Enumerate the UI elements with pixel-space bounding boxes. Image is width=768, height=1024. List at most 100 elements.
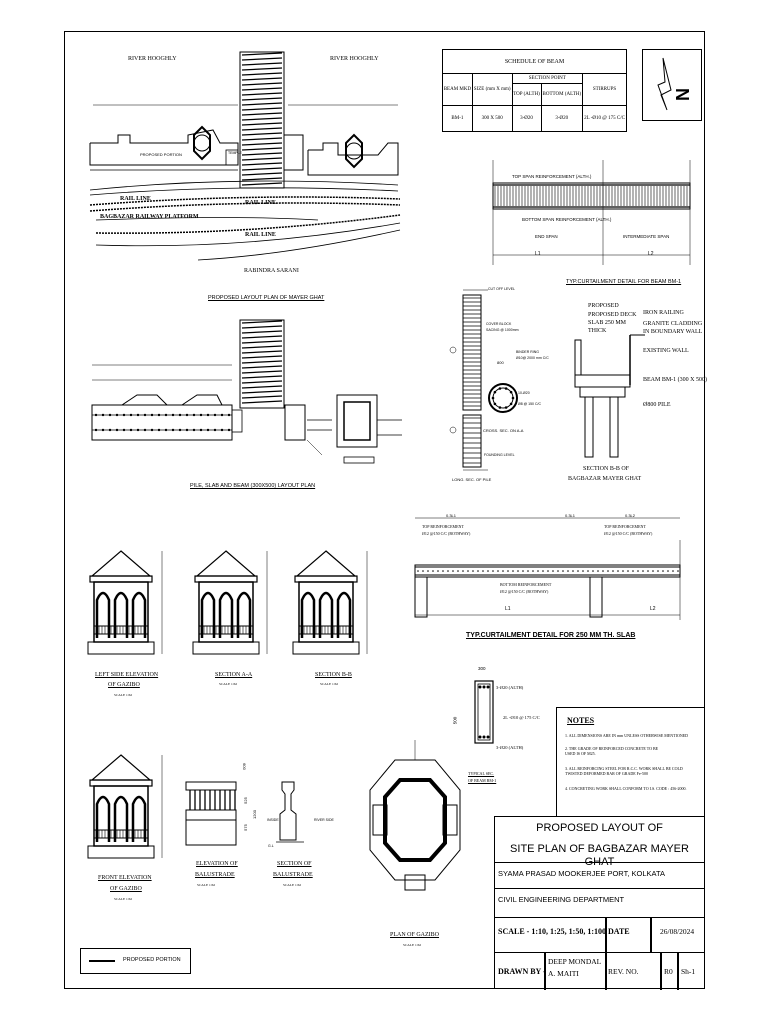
sec-bb-title: SECTION B-B (315, 672, 352, 678)
front-elev-title-1: FRONT ELEVATION (98, 875, 152, 881)
slab-dim-a: 0.3L1 (446, 513, 457, 518)
building-hatch-2 (239, 319, 285, 409)
pile-bars: 10-Ø20 (518, 391, 530, 395)
bal-elev-title-2: BALUSTRADE (195, 872, 235, 878)
gazebo-plan-scale: SCALE 1:62 (403, 943, 422, 947)
bal-elev-title-1: ELEVATION OF (196, 861, 238, 867)
note-2: 2. THE GRADE OF REINFORCED CONCRETE TO B… (565, 746, 659, 756)
client: SYAMA PRASAD MOOKERJEE PORT, KOLKATA (498, 869, 665, 878)
front-elev-scale: SCALE 1:62 (114, 897, 133, 901)
bb-pile: Ø800 PILE (643, 402, 671, 408)
bal-sec-title-2: BALUSTRADE (273, 872, 313, 878)
bal-dim-525: 525 (242, 797, 248, 804)
bal-sec-scale: SCALE 1:62 (283, 883, 302, 887)
bal-inside: INSIDE (267, 818, 279, 822)
cell-size: 300 X 500 (471, 105, 513, 132)
bal-elev-scale: SCALE 1:62 (197, 883, 216, 887)
header-beam-mkd: BEAM MKD (442, 73, 473, 106)
drawn-by-1: DEEP MONDAL (548, 957, 602, 966)
rail-line-label-3: RAIL LINE (245, 232, 276, 238)
slab-bottom-1: BOTTOM REINFORCEMENT (500, 582, 552, 587)
beam-sec-title-1: TYPICAL SEC. (468, 771, 495, 776)
building-hatch (239, 51, 285, 189)
beam-sec-bottom: 3-Ø20 (ALTH) (496, 745, 524, 750)
gazebo-plan-title: PLAN OF GAZIBO (390, 932, 440, 938)
slab-top-right-2: Ø12 @150 C/C (BOTHWAY) (604, 531, 653, 536)
drawing-sheet (64, 31, 705, 989)
left-elev-scale: SCALE 1:62 (114, 693, 133, 697)
sec-bb-scale: SCALE 1:62 (320, 682, 339, 686)
bal-dim-600: 600 (241, 763, 247, 770)
slab-bottom-2: Ø12 @150 C/C (BOTHWAY) (500, 589, 549, 594)
beam-sec-stirrups: 2L -Ø10 @ 175 C/C (503, 715, 540, 720)
cell-stirrups: 2L -Ø10 @ 175 C/C (582, 105, 627, 132)
beam-depth: 500 (452, 716, 458, 725)
bb-title-2: BAGBAZAR MAYER GHAT (568, 476, 642, 482)
header-stirrups: STIRRUPS (582, 73, 627, 106)
cover-spacing: SACING @ 1000mm (486, 328, 519, 332)
rail-line-label-1: RAIL LINE (120, 196, 151, 202)
pile-layout-drawing (91, 364, 402, 464)
platform-label: BAGBAZAR RAILWAY PLATFORM (100, 214, 199, 220)
cross-sec-label: CROSS. SEC. ON A-A (483, 428, 524, 433)
slab-top-right-1: TOP REINFORCEMENT (604, 524, 646, 529)
department: CIVIL ENGINEERING DEPARTMENT (498, 895, 625, 904)
founding-level: FOUNDING LEVEL (484, 453, 515, 457)
header-bottom: BOTTOM (ALTH) (540, 83, 584, 106)
date-label: DATE (608, 927, 630, 936)
bb-deck: PROPOSED DECK SLAB 250 MM THICK (588, 312, 637, 334)
cut-off-level: CUT OFF LEVEL (488, 287, 515, 291)
rail-line-label-2: RAIL LINE (245, 200, 276, 206)
note-3: 3. ALL REINFORCING STEEL FOR R.C.C. WORK… (565, 766, 683, 776)
bb-railing: IRON RAILING (643, 310, 684, 316)
pile-dia: 800 (497, 360, 504, 365)
beam-schedule-title: SCHEDULE OF BEAM (442, 49, 627, 74)
title-block: PROPOSED LAYOUT OF SITE PLAN OF BAGBAZAR… (494, 816, 705, 990)
sheet-no: Sh-1 (681, 967, 696, 976)
site-plan-title: PROPOSED LAYOUT PLAN OF MAYER GHAT (208, 295, 325, 301)
road-label: RABINDRA SARANI (244, 268, 299, 274)
binder-spec: Ø10@ 2000 mm C/C (516, 356, 549, 360)
header-top: TOP (ALTH) (511, 83, 542, 106)
bal-dim-575: 575 (242, 824, 248, 831)
north-arrow-icon (657, 57, 672, 111)
proposed-portion-label: PROPOSED PORTION (140, 152, 182, 157)
balustrade-sec-drawing (276, 781, 304, 843)
gazebo-front-drawing (87, 754, 163, 859)
sec-aa-title: SECTION A-A (215, 672, 253, 678)
intermediate-span-label: INTERMEDIATE SPAN (623, 234, 670, 239)
notes-box: NOTES 1. ALL DIMENSIONS ARE IN mm UNLESS… (556, 707, 705, 817)
beam-bottom-reinf: BOTTOM SPAN REINFORCEMENT (ALTH.) (522, 217, 612, 222)
bb-deck-1: PROPOSED (588, 303, 619, 309)
bal-dim-1200: 1200 (251, 810, 257, 819)
bal-river-side: RIVER SIDE (314, 818, 334, 822)
end-span-label: END SPAN (535, 234, 558, 239)
left-elev-title-2: OF GAZIBO (108, 682, 140, 688)
beam-sec-top: 3-Ø20 (ALTH) (496, 685, 524, 690)
scale: SCALE - 1:10, 1:25, 1:50, 1:100 (498, 927, 606, 936)
bal-sec-title-1: SECTION OF (277, 861, 312, 867)
balustrade-elev-drawing (185, 781, 237, 846)
cell-top: 3-Ø20 (511, 105, 542, 132)
sec-aa-scale: SCALE 1:62 (219, 682, 238, 686)
notes-title: NOTES (567, 716, 595, 725)
slab-dim-c: 0.3L2 (625, 513, 636, 518)
pile-detail-drawing (449, 289, 518, 471)
site-plan-drawing (89, 104, 401, 261)
front-elev-title-2: OF GAZIBO (110, 886, 142, 892)
header-size: SIZE (mm X mm) (471, 73, 513, 106)
beam-width: 300 (478, 666, 486, 671)
beam-l2: L2 (648, 251, 654, 257)
cell-bottom: 3-Ø20 (540, 105, 584, 132)
drawn-by-label: DRAWN BY - (498, 967, 546, 976)
rev-label: REV. NO. (608, 967, 639, 976)
date: 26/08/2024 (660, 927, 695, 936)
slab-title: TYP.CURTAILMENT DETAIL FOR 250 MM TH. SL… (466, 632, 636, 639)
beam-curtailment-title: TYP.CURTAILMENT DETAIL FOR BEAM BM-1 (566, 279, 682, 285)
temple-label: TEMPLE (228, 151, 243, 155)
slab-l2: L2 (650, 606, 656, 612)
beam-curtailment-drawing (492, 160, 691, 265)
drawn-by-2: A. MAITI (548, 969, 579, 978)
pile-helical: Ø8 @ 150 C/C (518, 402, 542, 406)
note-4: 4. CONCRETING WORK SHALL CONFORM TO I.S.… (565, 786, 687, 791)
